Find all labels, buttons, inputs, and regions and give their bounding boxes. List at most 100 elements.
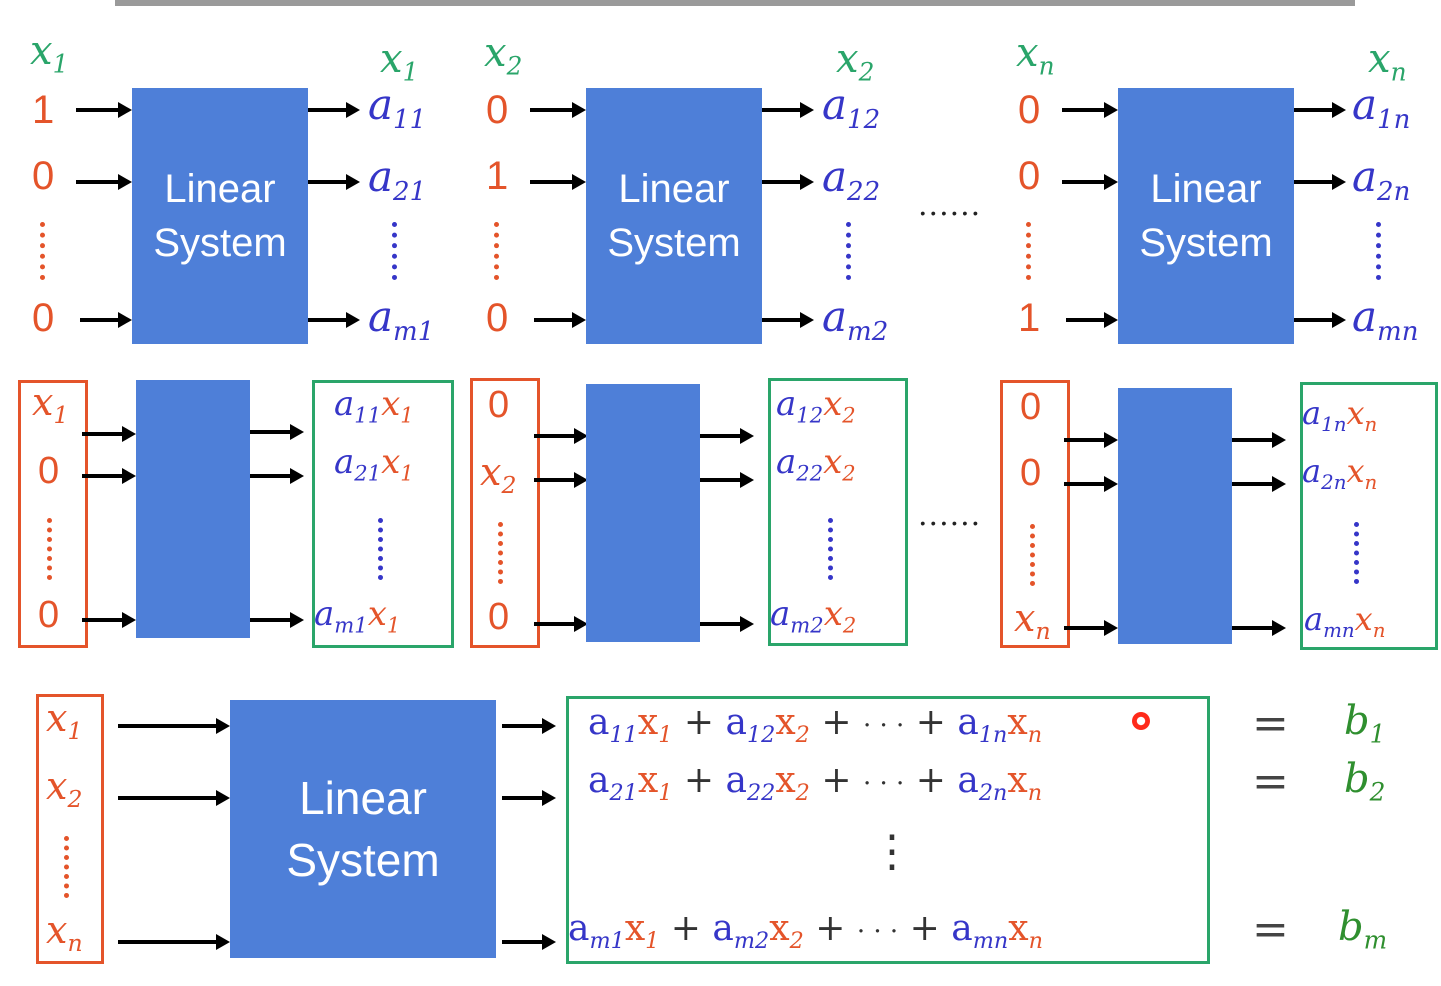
input-arrow [1066,312,1118,328]
output-equations-box [566,696,1210,964]
input-value: 1 [486,154,509,198]
output-entry: a1nxn [1302,394,1378,436]
output-arrow [1294,312,1346,328]
linear-system-box [136,380,250,638]
input-vector-box [18,380,88,648]
input-value: 0 [32,296,55,340]
linear-system-box [586,384,700,642]
output-vector-box [312,380,454,648]
input-arrow [534,312,586,328]
input-value: 0 [1018,88,1041,132]
output-arrow [700,472,754,488]
pointer-highlight-icon [1132,712,1150,730]
input-arrow [1064,620,1118,636]
output-label-xn: xn [1368,36,1407,87]
output-coefficient: a2n [1352,152,1411,208]
output-arrow [1232,476,1286,492]
input-arrow [76,102,132,118]
output-coefficient: a1n [1352,80,1411,136]
input-value: 0 [486,88,509,132]
output-arrow [502,790,556,806]
output-arrow [308,102,360,118]
equals-sign: = [1252,756,1289,807]
input-arrow [118,718,230,734]
output-entry: am2x2 [770,594,857,638]
vertical-ellipsis [1030,524,1035,586]
output-arrow [700,428,754,444]
input-entry: 0 [1020,452,1042,494]
input-entry: xn [1014,596,1051,646]
input-arrow [82,426,136,442]
input-entry: x1 [46,696,83,746]
vertical-ellipsis [40,222,45,280]
vertical-ellipsis [1376,222,1381,280]
top-divider-line [115,0,1355,6]
input-value: 1 [1018,296,1041,340]
output-entry: a22x2 [776,442,856,486]
input-arrow [82,612,136,628]
input-arrow [534,428,588,444]
input-arrow [534,472,588,488]
output-arrow [502,718,556,734]
equation-row: a11x1 + a12x2 + · · · + a1nxn [588,702,1043,748]
output-label-x2: x2 [836,36,875,87]
input-value: 0 [486,296,509,340]
input-vector-box [36,694,104,964]
equation-row: a21x1 + a22x2 + · · · + a2nxn [588,760,1043,806]
equals-sign: = [1252,904,1289,955]
input-entry: x2 [480,450,517,500]
equation-row: am1x1 + am2x2 + · · · + amnxn [568,908,1043,954]
output-arrow [700,616,754,632]
input-value: 0 [1018,154,1041,198]
rhs-value: bm [1338,904,1388,955]
input-entry: 0 [488,384,510,426]
input-value: 1 [32,88,55,132]
output-arrow [762,312,814,328]
vertical-ellipsis [392,222,397,280]
horizontal-ellipsis: ...... [918,188,982,223]
output-entry: a12x2 [776,384,856,428]
linear-system-box [1118,388,1232,644]
input-label-xn: xn [1016,30,1055,81]
output-coefficient: amn [1352,292,1419,348]
input-arrow [530,174,586,190]
vertical-ellipsis [47,518,52,580]
rhs-value: b1 [1344,698,1386,749]
input-vector-box [1000,380,1070,648]
input-entry: 0 [1020,386,1042,428]
output-coefficient: am2 [822,292,889,348]
input-arrow [1062,174,1118,190]
output-arrow [308,174,360,190]
rhs-value: b2 [1344,756,1386,807]
output-vector-box [768,378,908,646]
output-coefficient: a11 [368,80,427,136]
input-label-x2: x2 [484,30,523,81]
input-arrow [118,934,230,950]
input-arrow [1064,476,1118,492]
input-value: 0 [32,154,55,198]
input-entry: 0 [38,450,60,492]
output-arrow [1294,174,1346,190]
output-vector-box [1300,382,1438,650]
input-arrow [534,616,588,632]
output-entry: a11x1 [334,384,414,428]
input-arrow [530,102,586,118]
output-arrow [250,468,304,484]
output-coefficient: a22 [822,152,881,208]
output-arrow [308,312,360,328]
output-entry: amnxn [1304,600,1386,642]
output-arrow [250,612,304,628]
output-arrow [1232,432,1286,448]
input-entry: 0 [488,596,510,638]
input-arrow [1064,432,1118,448]
input-arrow [1062,102,1118,118]
input-entry: 0 [38,594,60,636]
output-arrow [1294,102,1346,118]
vertical-ellipsis [828,518,833,580]
equals-sign: = [1252,698,1289,749]
vertical-ellipsis [494,222,499,280]
vertical-ellipsis [498,522,503,584]
